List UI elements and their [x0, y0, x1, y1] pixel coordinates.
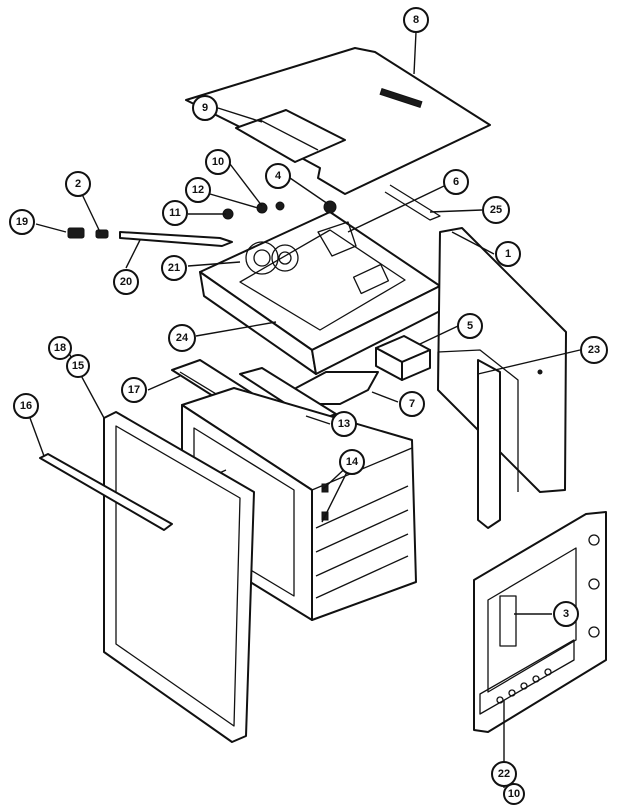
door-frame-part — [103, 411, 255, 743]
callout-8-label: 8 — [413, 14, 419, 26]
control-box-part — [375, 335, 431, 381]
callout-11-label: 11 — [169, 207, 181, 219]
callout-12-label: 12 — [192, 184, 204, 196]
callout-19-label: 19 — [16, 216, 28, 228]
callout-14-label: 14 — [346, 456, 359, 468]
callout-2: 2 — [65, 171, 91, 197]
callout-20: 20 — [113, 269, 139, 295]
callout-21-label: 21 — [168, 262, 180, 274]
callout-13: 13 — [331, 411, 357, 437]
callout-22: 22 — [491, 761, 517, 787]
callout-5-label: 5 — [467, 320, 473, 332]
callout-3: 3 — [553, 601, 579, 627]
igniter-rod-part — [67, 208, 234, 247]
callout-15-label: 15 — [72, 360, 84, 372]
callout-7: 7 — [399, 391, 425, 417]
callout-18: 18 — [48, 336, 72, 360]
callout-11: 11 — [162, 200, 188, 226]
callout-10-bottom: 10 — [503, 783, 525, 805]
callout-10-bottom-label: 10 — [508, 788, 520, 800]
callout-10-top: 10 — [205, 149, 231, 175]
rear-control-panel-part — [473, 511, 607, 733]
callout-3-label: 3 — [563, 608, 569, 620]
callout-6: 6 — [443, 169, 469, 195]
top-panel-part — [185, 47, 491, 221]
callout-13-label: 13 — [338, 418, 350, 430]
callout-9: 9 — [192, 95, 218, 121]
callout-17: 17 — [121, 377, 147, 403]
callout-18-label: 18 — [54, 342, 66, 354]
callout-2-label: 2 — [75, 178, 81, 190]
callout-24-label: 24 — [176, 332, 189, 344]
callout-10-top-label: 10 — [212, 156, 224, 168]
callout-16: 16 — [13, 393, 39, 419]
callout-20-label: 20 — [120, 276, 132, 288]
callout-15: 15 — [66, 354, 90, 378]
callout-1-label: 1 — [505, 248, 511, 260]
callout-25: 25 — [482, 196, 510, 224]
callout-5: 5 — [457, 313, 483, 339]
side-panel-part — [437, 227, 567, 529]
callout-21: 21 — [161, 255, 187, 281]
callout-23: 23 — [580, 336, 608, 364]
small-plate-part — [235, 109, 346, 163]
callout-4-label: 4 — [275, 170, 282, 182]
callout-14: 14 — [339, 449, 365, 475]
callout-23-label: 23 — [588, 344, 600, 356]
callout-4: 4 — [265, 163, 291, 189]
callout-17-label: 17 — [128, 384, 140, 396]
callout-19: 19 — [9, 209, 35, 235]
callout-22-label: 22 — [498, 768, 510, 780]
callout-25-label: 25 — [490, 204, 502, 216]
callout-9-label: 9 — [202, 102, 208, 114]
callout-8: 8 — [403, 7, 429, 33]
callout-12: 12 — [185, 177, 211, 203]
callout-1: 1 — [495, 241, 521, 267]
callout-16-label: 16 — [20, 400, 32, 412]
callout-7-label: 7 — [409, 398, 415, 410]
door-rail-part — [39, 453, 173, 531]
callout-6-label: 6 — [453, 176, 459, 188]
callout-24: 24 — [168, 324, 196, 352]
